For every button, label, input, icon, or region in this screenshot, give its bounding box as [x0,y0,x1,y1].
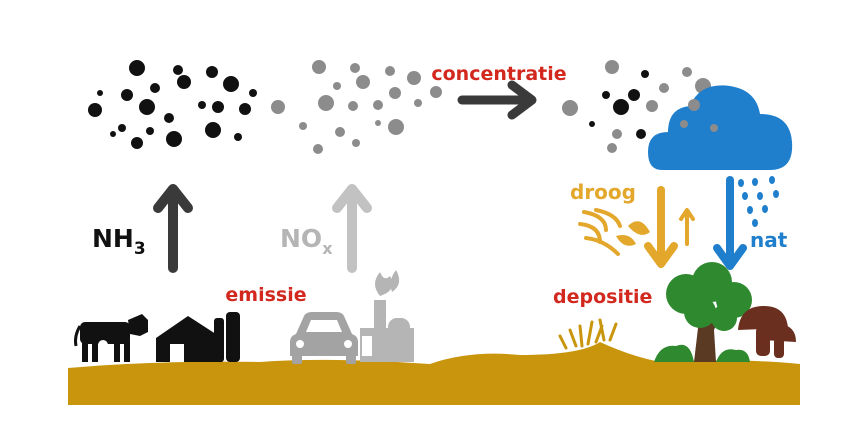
emission-label: emissie [225,284,306,306]
wet-deposition-arrow [713,176,747,270]
nh3-emission-arrow [153,184,193,273]
ground [68,342,800,405]
deposition-label: depositie [553,286,652,308]
nh3-particles [88,60,257,149]
wind-leaves-icon [578,208,650,256]
nox-particles [271,60,442,154]
car-icon [290,312,358,364]
dry-upward-arrow [679,208,695,246]
grass-icon [558,318,618,350]
dry-deposition-arrow [644,186,678,268]
nh3-label: NH3 [92,224,146,259]
concentration-label: concentratie [431,63,566,85]
rain-cloud-icon [648,85,793,227]
barn-icon [156,312,240,362]
mushroom-icon [738,306,796,358]
concentration-arrow [457,80,537,120]
nox-label: NOx [280,224,333,258]
dry-label: droog [570,180,636,204]
cow-icon [74,314,148,362]
wet-label: nat [750,228,788,252]
factory-icon [360,270,414,362]
raindrops [738,176,779,227]
tree-icon [654,262,752,362]
nox-emission-arrow [332,184,372,273]
